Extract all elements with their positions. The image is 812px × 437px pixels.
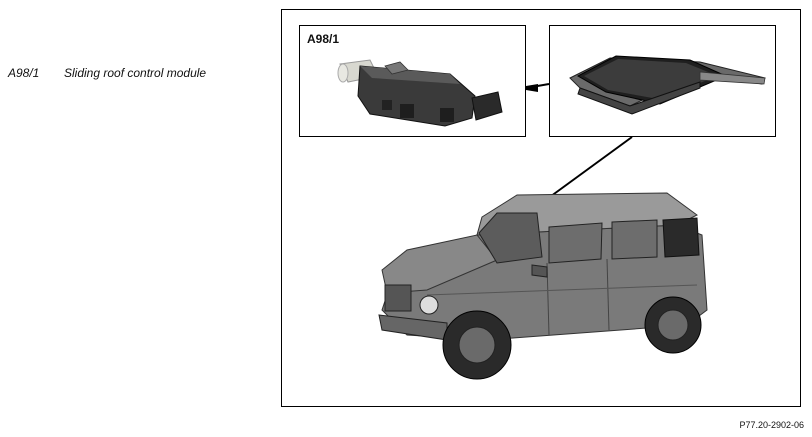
legend-code: A98/1 bbox=[8, 66, 40, 80]
legend-description: Sliding roof control module bbox=[64, 66, 207, 80]
control-module-illustration bbox=[337, 59, 503, 127]
inset-label: A98/1 bbox=[307, 32, 340, 46]
figure-id: P77.20-2902-06 bbox=[739, 420, 804, 430]
sliding-roof-inset bbox=[549, 25, 776, 137]
vehicle-illustration bbox=[378, 192, 708, 380]
illustration-frame: A98/1 bbox=[281, 9, 801, 407]
sliding-roof-illustration bbox=[569, 55, 766, 115]
control-module-inset: A98/1 bbox=[299, 25, 526, 137]
